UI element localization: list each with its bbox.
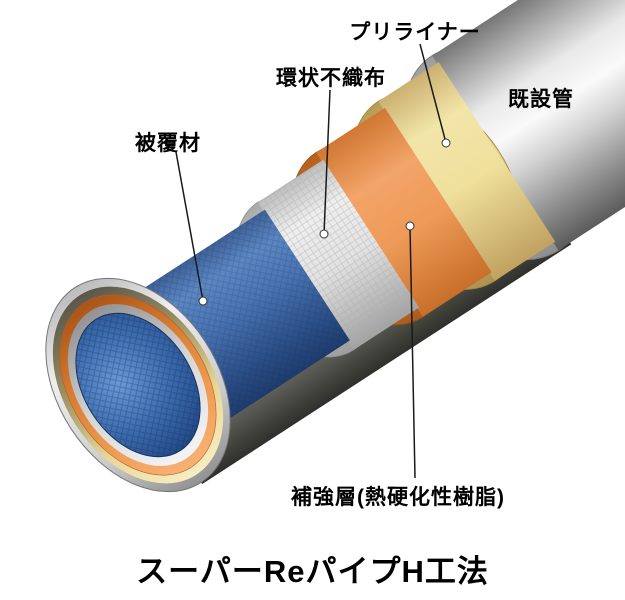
existing-pipe-body (432, 0, 625, 251)
leader-dot-reinforcement (405, 221, 415, 231)
preliner-band (378, 62, 556, 281)
leader-dot-covering (198, 296, 208, 306)
label-existing-pipe: 既設管 (508, 88, 574, 111)
leader-lines (175, 43, 447, 479)
diagram-title: スーパーReパイプH工法 (136, 554, 489, 589)
nonwoven-texture (257, 159, 420, 350)
leader-dots (198, 138, 451, 306)
front-disc-texture (75, 313, 201, 457)
leader-line-nonwoven (323, 89, 331, 235)
label-annular-nonwoven-fabric: 環状不織布 (276, 67, 386, 90)
leader-line-reinforcement (409, 225, 416, 479)
leader-dot-preliner (441, 138, 451, 148)
leader-dot-nonwoven (319, 229, 329, 239)
label-covering-material: 被覆材 (135, 132, 201, 155)
leader-line-covering (175, 151, 204, 302)
label-reinforcement-layer: 補強層(熱硬化性樹脂) (291, 486, 505, 509)
reinforcement-band (316, 107, 492, 317)
label-preliner: プリライナー (349, 21, 481, 44)
leader-line-preliner (419, 43, 447, 144)
pipe-group (45, 0, 625, 493)
